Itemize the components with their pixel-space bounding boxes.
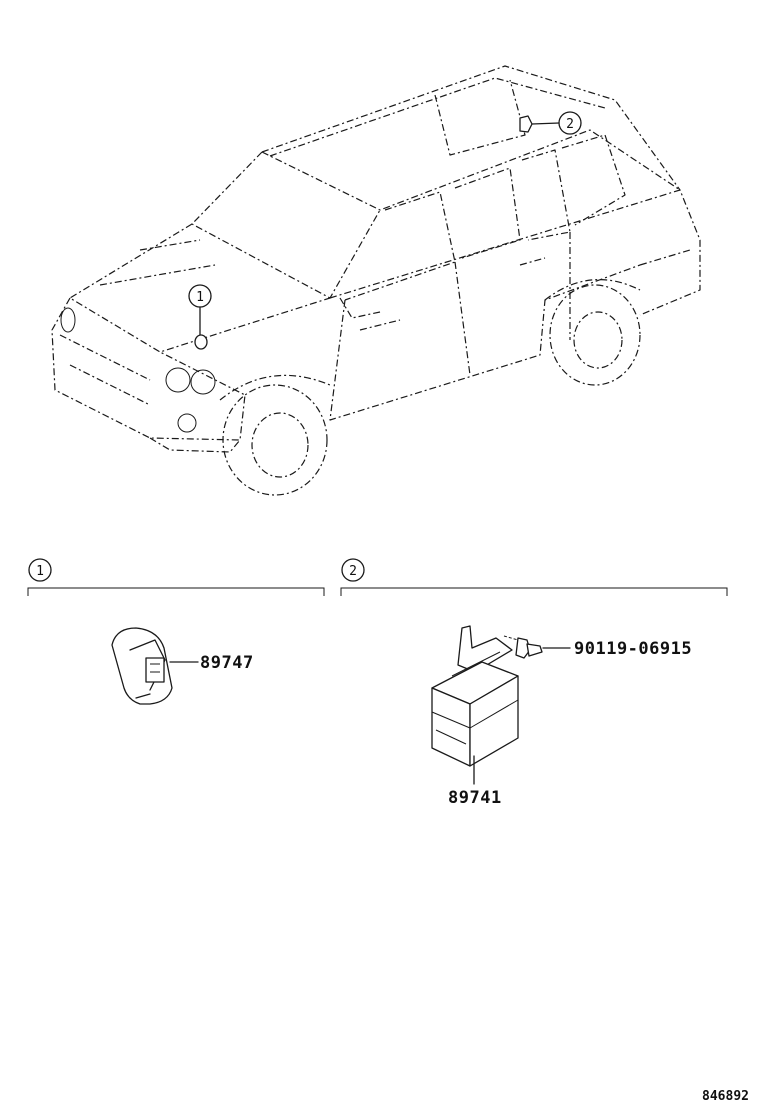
- part-number-90119-06915: 90119-06915: [574, 639, 692, 659]
- part-number-89741: 89741: [448, 788, 502, 808]
- part-89747-drawing: [111, 627, 173, 705]
- section-1: 1 89747: [27, 558, 325, 705]
- diagram-ref-code: 846892: [702, 1089, 749, 1104]
- part-89741-drawing: [431, 625, 519, 767]
- vehicle-callout-2: 2: [519, 111, 582, 135]
- vehicle-callout-2-label: 2: [566, 117, 574, 132]
- vehicle-callout-1: 1: [188, 284, 212, 350]
- section-2-label: 2: [349, 564, 357, 579]
- vehicle-callout-1-label: 1: [196, 290, 204, 305]
- part-90119-06915-drawing: [503, 635, 543, 659]
- section-2: 2 90119-06915 89741: [340, 558, 728, 808]
- part-number-89747: 89747: [200, 653, 254, 673]
- vehicle-illustration: [51, 65, 701, 496]
- section-1-label: 1: [36, 564, 44, 579]
